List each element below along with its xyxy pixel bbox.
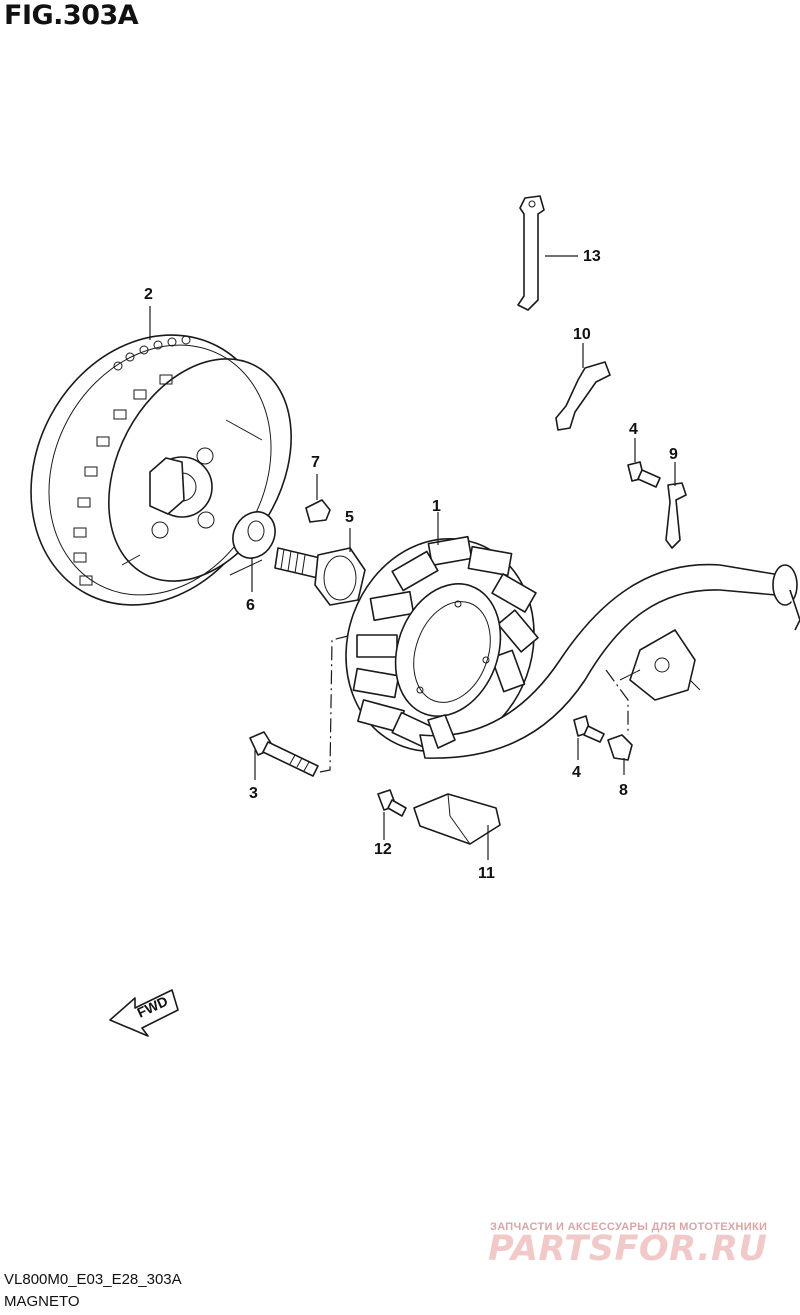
callout-2: 2 bbox=[144, 286, 153, 303]
leader-lines bbox=[149, 255, 676, 860]
clip bbox=[607, 734, 633, 761]
watermark-tagline: ЗАПЧАСТИ И АКСЕССУАРЫ ДЛЯ МОТОТЕХНИКИ bbox=[490, 1221, 768, 1233]
callout-6: 6 bbox=[246, 597, 255, 614]
callout-11: 11 bbox=[478, 865, 495, 882]
clip-guide-line bbox=[605, 669, 629, 735]
woodruff-key bbox=[305, 499, 331, 523]
diagram-code: VL800M0_E03_E28_303A bbox=[4, 1271, 182, 1288]
callout-5: 5 bbox=[345, 509, 354, 526]
screw-upper bbox=[627, 461, 661, 488]
diagram-name: MAGNETO bbox=[4, 1293, 80, 1310]
washer bbox=[232, 511, 276, 559]
wire-bracket bbox=[555, 361, 611, 431]
callout-13: 13 bbox=[583, 248, 601, 265]
wire-clamp bbox=[517, 195, 545, 311]
bolt-guide-line bbox=[319, 635, 349, 773]
forward-direction-arrow: FWD bbox=[109, 989, 179, 1037]
callout-10: 10 bbox=[573, 326, 591, 343]
screw-lower bbox=[573, 715, 605, 743]
callout-9: 9 bbox=[669, 446, 678, 463]
wire-holder bbox=[665, 482, 687, 549]
callout-3: 3 bbox=[249, 785, 258, 802]
flywheel-rotor bbox=[30, 334, 292, 606]
figure-title: FIG.303A bbox=[4, 0, 139, 31]
watermark-logo: PARTSFOR.RU bbox=[488, 1229, 768, 1269]
callout-1: 1 bbox=[432, 498, 441, 515]
callout-4-upper: 4 bbox=[629, 421, 638, 438]
plate-bolt bbox=[377, 789, 407, 817]
callout-7: 7 bbox=[311, 454, 320, 471]
stator-bolt bbox=[249, 731, 319, 777]
callout-12: 12 bbox=[374, 841, 392, 858]
stator-coil bbox=[345, 535, 539, 753]
callout-4-lower: 4 bbox=[572, 764, 581, 781]
rotor-bolt bbox=[274, 547, 366, 606]
stator-wire-harness bbox=[419, 563, 800, 759]
callout-8: 8 bbox=[619, 782, 628, 799]
guard-plate bbox=[413, 793, 501, 845]
